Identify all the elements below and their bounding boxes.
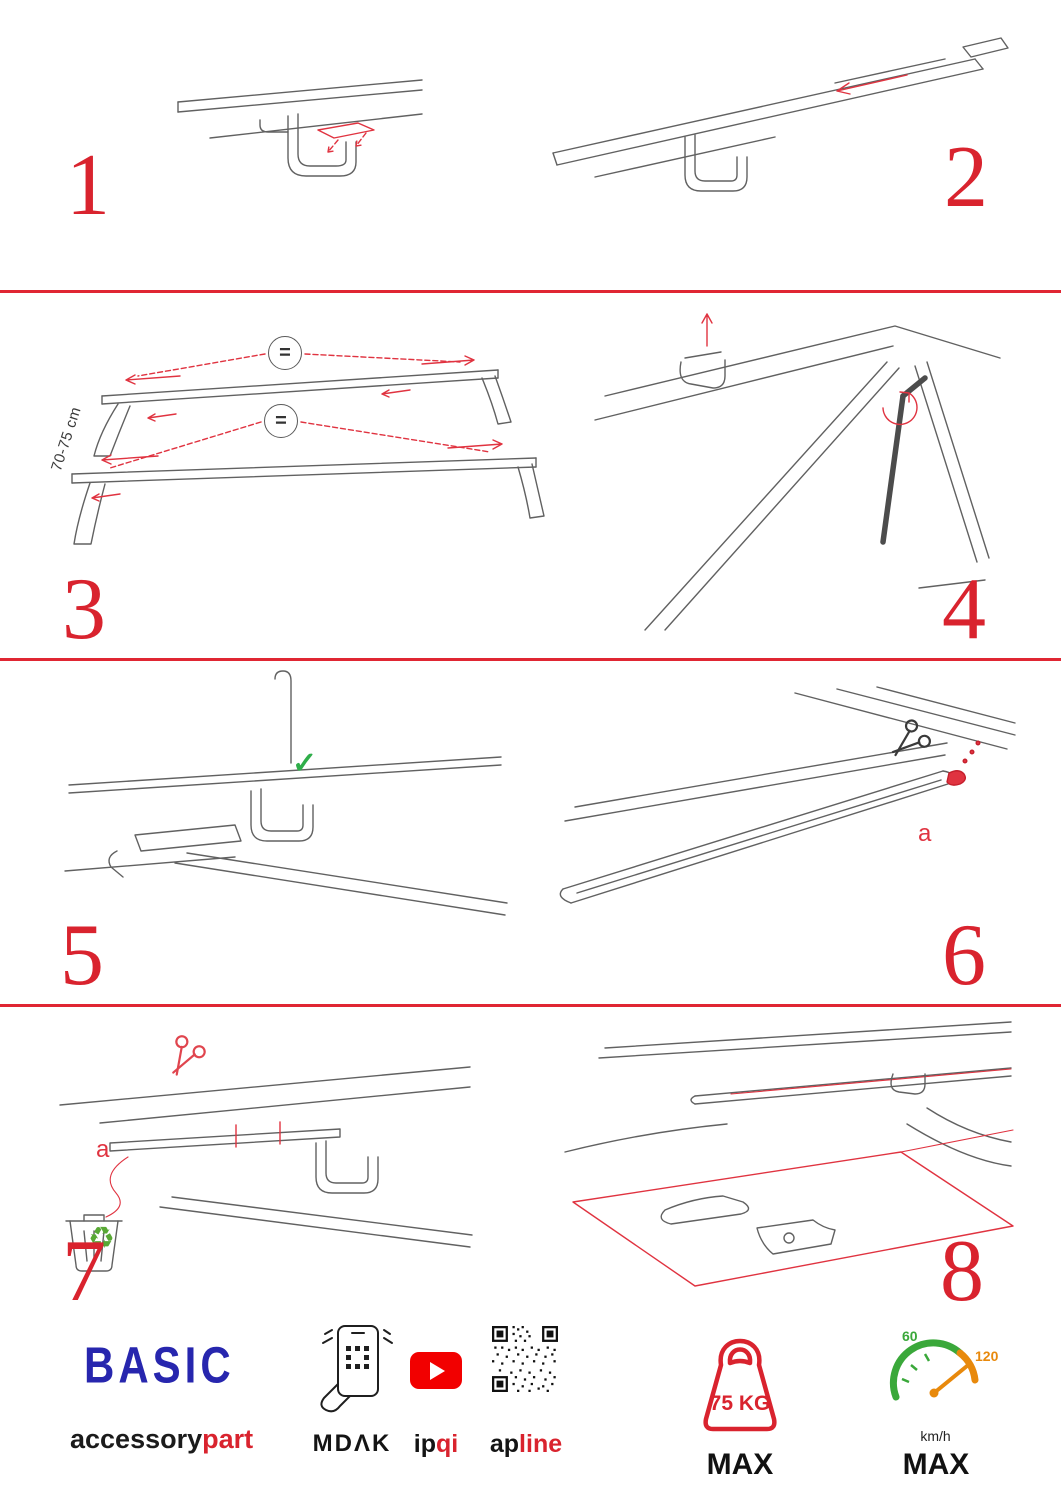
speed-max-label: MAX: [902, 1448, 970, 1481]
scissors-icon: [172, 1035, 206, 1076]
step-7-illustration: [59, 1066, 473, 1272]
step-4-number: 4: [942, 561, 986, 658]
max-load-label: MAX: [706, 1448, 774, 1481]
step-7-number: 7: [62, 1223, 106, 1320]
qr-site-black: ap: [489, 1430, 520, 1458]
qr-scan-phone-icon: [320, 1325, 393, 1413]
max-load-value: 75 KG: [709, 1392, 771, 1415]
video-channel-name: ipqi: [404, 1430, 468, 1459]
step-1-number: 1: [66, 137, 110, 234]
speedometer-icon: [889, 1339, 979, 1401]
video-channel-red: qi: [436, 1430, 459, 1458]
step-2-illustration: [552, 37, 1009, 192]
cut-label-a: a: [918, 820, 932, 847]
youtube-play-icon: [430, 1361, 445, 1380]
step-3-illustration: [71, 353, 545, 545]
step-1-illustration: [177, 79, 423, 177]
step-2-number: 2: [944, 129, 988, 226]
brand-wordmark-red: part: [202, 1424, 254, 1454]
scissors-icon: [891, 719, 931, 757]
step-8-number: 8: [940, 1223, 984, 1320]
qr-code: [492, 1326, 558, 1392]
cut-label-a: a: [96, 1136, 110, 1163]
section-divider-1: [0, 290, 1061, 293]
section-divider-3: [0, 1004, 1061, 1007]
speed-unit-label: km/h: [920, 1428, 951, 1444]
step-3-number: 3: [62, 561, 106, 658]
youtube-icon: [410, 1352, 462, 1389]
app-name: MDΛK: [312, 1430, 392, 1457]
speed-120-label: 120: [975, 1348, 999, 1364]
video-channel-black: ip: [413, 1430, 436, 1458]
check-icon: ✓: [292, 747, 318, 780]
step-4-illustration: [594, 313, 1001, 631]
step-8-illustration: [564, 1021, 1014, 1287]
series-logo: BASIC: [84, 1336, 235, 1394]
step-5-number: 5: [60, 907, 104, 1004]
step-5-illustration: [64, 670, 508, 916]
step-6-illustration: [559, 686, 1016, 904]
equal-badge-front: =: [268, 336, 302, 370]
equal-badge-rear: =: [264, 404, 298, 438]
qr-site-name: apline: [486, 1430, 566, 1459]
speed-60-label: 60: [902, 1328, 918, 1344]
max-load-icon: [703, 1338, 777, 1432]
brand-wordmark-black: accessory: [70, 1424, 203, 1454]
step-6-number: 6: [942, 907, 986, 1004]
recycle-icon: ♻: [88, 1222, 115, 1255]
brand-wordmark: accessorypart: [70, 1424, 253, 1455]
section-divider-2: [0, 658, 1061, 661]
qr-site-red: line: [519, 1430, 563, 1458]
